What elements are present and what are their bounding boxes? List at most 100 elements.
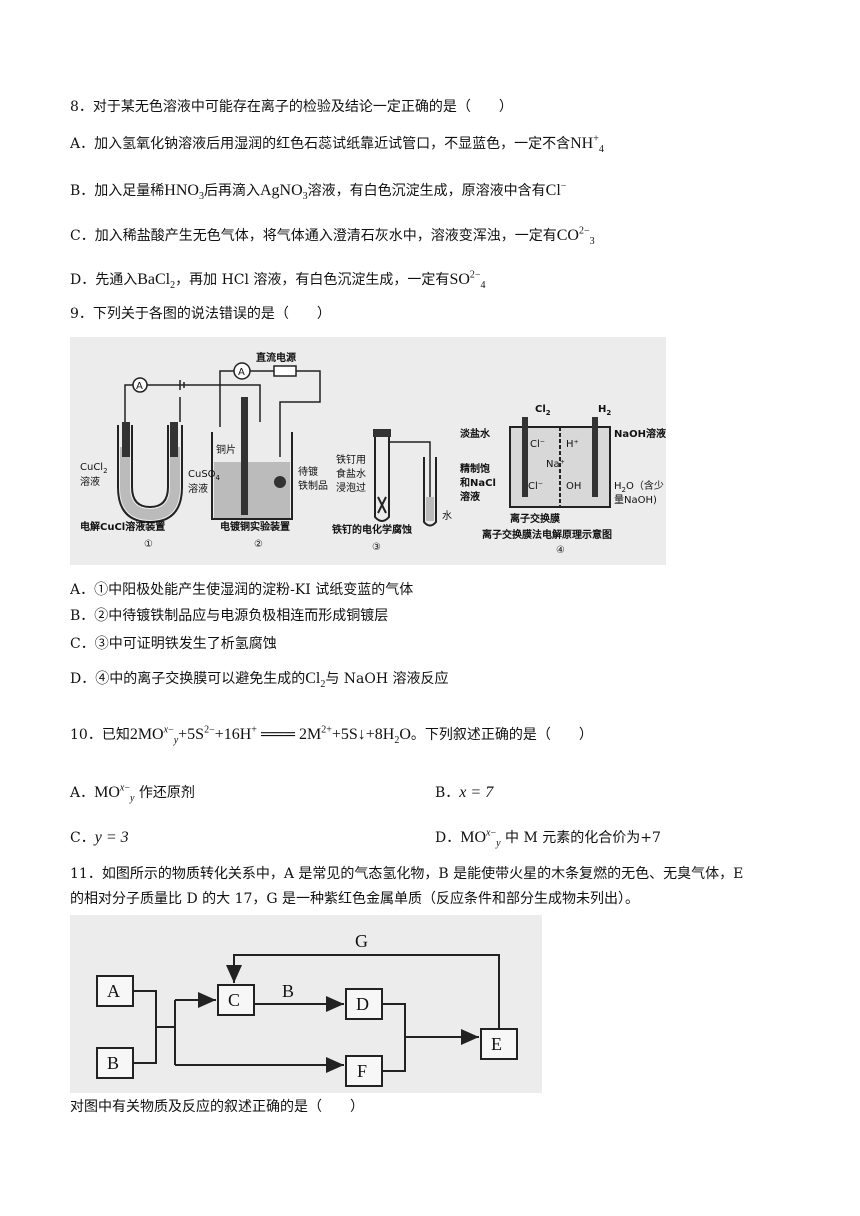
q8-b-ion: Cl− [545,180,567,199]
q10-option-d: D．MOx−y 中 M 元素的化合价为+7 [435,827,661,850]
cl2-out-label: Cl2 [535,404,551,417]
q10-b-expr: x = 7 [459,784,494,801]
q8-d-text2: ，再加 HCl 溶液，有白色沉淀生成，一定有 [175,272,450,288]
water-label: 水 [442,510,452,522]
q8-option-b: B．加入足量稀HNO3后再滴入AgNO3溶液，有白色沉淀生成，原溶液中含有Cl− [70,180,567,203]
box-b [96,1047,134,1079]
q9-stem: 9．下列关于各图的说法错误的是（ ） [70,306,331,322]
nail-label2: 食盐水 [336,467,366,480]
q9-d-text2: 与 NaOH 溶液反应 [325,671,449,687]
naoh-out-label: NaOH溶液 [614,427,666,440]
q10-option-c: C．y = 3 [70,829,129,846]
q11-follow-up: 对图中有关物质及反应的叙述正确的是（ ） [70,1099,364,1115]
q10-equation: 2MOx−y+5S2−+16H+ ═══ 2M2++5S↓+8H2O [129,724,411,747]
q8-b-text2: 后再滴入 [203,183,260,199]
q8-b-acid: HNO3 [164,182,204,203]
q10-option-a: A．MOx−y 作还原剂 [70,782,195,805]
number-2: ② [254,539,263,550]
caption-1: 电解CuCl溶液装置 [80,520,165,533]
box-c [217,984,255,1016]
number-3: ③ [372,542,381,553]
conversion-diagram: A B C D F E B G [70,915,542,1093]
water-in-label1: H2O（含少 [614,479,664,494]
brine-in-label2: 和NaCl [459,476,496,489]
copper-label: 铜片 [216,443,236,456]
power-label: 直流电源 [256,351,296,364]
device-2-electroplating: A 直流电源 铜片 CuSO4 溶液 待镀 铁制品 电镀铜实验装置 ② [188,351,328,550]
device-1-electrolysis: A CuCl2 溶液 电解CuCl溶液装置 ① [80,377,261,550]
plated-label1: 待镀 [298,465,318,478]
box-b-label: B [107,1053,119,1073]
q8-a-ion: NH+4 [570,133,604,156]
arrow-g-label: G [355,931,368,951]
q9-option-c: C．③中可证明铁发生了析氢腐蚀 [70,636,277,652]
q9-option-a: A．①中阳极处能产生使湿润的淀粉-KI 试纸变蓝的气体 [70,582,414,598]
q8-option-c: C．加入稀盐酸产生无色气体，将气体通入澄清石灰水中，溶液变浑浊，一定有CO2−3 [70,225,595,248]
number-1: ① [144,539,153,550]
ion-cl-2: Cl⁻ [528,481,543,492]
arrow-b-label: B [282,981,294,1001]
q9-d-text1: D．④中的离子交换膜可以避免生成的 [70,671,306,687]
caption-4: 离子交换膜法电解原理示意图 [482,528,612,541]
box-f-label: F [357,1061,367,1081]
cuso4-label2: 溶液 [188,482,208,495]
ion-na: Na⁺ [546,459,565,470]
q8-d-text1: D．先通入 [70,272,138,288]
caption-3: 铁钉的电化学腐蚀 [332,523,412,536]
q10-stem-post: 。下列叙述正确的是（ ） [410,727,593,743]
cucl2-label2: 溶液 [80,475,100,488]
q11-stem-line1: 11．如图所示的物质转化关系中，A 是常见的气态氢化物，B 是能使带火星的木条复… [70,866,744,882]
device-3-corrosion: 铁钉用 食盐水 浸泡过 水 铁钉的电化学腐蚀 ③ [332,429,452,553]
brine-out-label: 淡盐水 [460,427,491,440]
brine-in-label1: 精制饱 [460,462,490,475]
water-in-label3: 量NaOH) [614,494,657,506]
q10-stem-pre: 10．已知 [70,727,130,743]
device-4-membrane-cell: Cl2 H2 Cl⁻ H⁺ Na⁺ Cl⁻ OH 淡盐水 NaOH溶液 精制饱 … [459,404,666,556]
nail-label3: 浸泡过 [336,481,366,494]
q10-c-expr: y = 3 [94,829,129,846]
q8-b-salt: AgNO3 [259,182,308,203]
q10-stem: 10．已知2MOx−y+5S2−+16H+ ═══ 2M2++5S↓+8H2O。… [70,724,593,747]
q8-stem: 8．对于某无色溶液中可能存在离子的检验及结论一定正确的是（ ） [70,99,513,115]
ion-oh: OH [566,481,581,492]
q10-option-b: B．x = 7 [435,784,494,801]
q10-a-ion: MOx−y [94,782,135,805]
q8-b-text3: 溶液，有白色沉淀生成，原溶液中含有 [307,183,546,199]
box-e-label: E [491,1034,502,1054]
ammeter-label-2: A [238,367,245,378]
ammeter-icon [132,377,148,393]
brine-in-label3: 溶液 [460,490,480,503]
q9-option-b: B．②中待镀铁制品应与电源负极相连而形成铜镀层 [70,608,389,624]
q8-option-d: D．先通入BaCl2，再加 HCl 溶液，有白色沉淀生成，一定有SO2−4 [70,269,486,292]
box-c-label: C [228,990,240,1010]
q11-stem-line2: 的相对分子质量比 D 的大 17，G 是一种紫红色金属单质（反应条件和部分生成物… [70,891,640,907]
box-f [345,1055,383,1087]
ion-cl: Cl⁻ [530,439,545,450]
q8-c-ion: CO2−3 [556,225,595,248]
q9-option-d: D．④中的离子交换膜可以避免生成的Cl2与 NaOH 溶液反应 [70,669,449,691]
box-a-label: A [107,981,120,1001]
cucl2-label1: CuCl2 [80,462,108,475]
nail-label1: 铁钉用 [336,453,366,466]
ammeter-label: A [136,381,143,392]
box-a [96,975,134,1007]
q10-d-ion: MOx−y [460,827,501,850]
plated-label2: 铁制品 [298,479,328,492]
box-d-label: D [356,994,369,1014]
copper-plate [241,397,248,515]
q8-d-ion: SO2−4 [449,269,486,292]
ion-h: H⁺ [566,439,579,450]
cuso4-label1: CuSO4 [188,469,221,482]
q8-c-text: C．加入稀盐酸产生无色气体，将气体通入澄清石灰水中，溶液变浑浊，一定有 [70,228,557,244]
electrode-left [122,422,130,457]
q9-d-cl2: Cl2 [305,670,326,691]
q8-b-text1: B．加入足量稀 [70,183,165,199]
q8-a-text: A．加入氢氧化钠溶液后用湿润的红色石蕊试纸靠近试管口，不显蓝色，一定不含 [70,136,571,152]
membrane-label: 离子交换膜 [510,512,560,525]
number-4: ④ [556,545,565,556]
electrochemistry-figure: A CuCl2 溶液 电解CuCl溶液装置 ① A 直流电源 [70,337,666,565]
electrode-right [170,422,178,457]
q8-option-a: A．加入氢氧化钠溶液后用湿润的红色石蕊试纸靠近试管口，不显蓝色，一定不含NH+4 [70,133,604,156]
caption-2: 电镀铜实验装置 [220,520,290,533]
q8-d-salt: BaCl2 [137,271,176,292]
